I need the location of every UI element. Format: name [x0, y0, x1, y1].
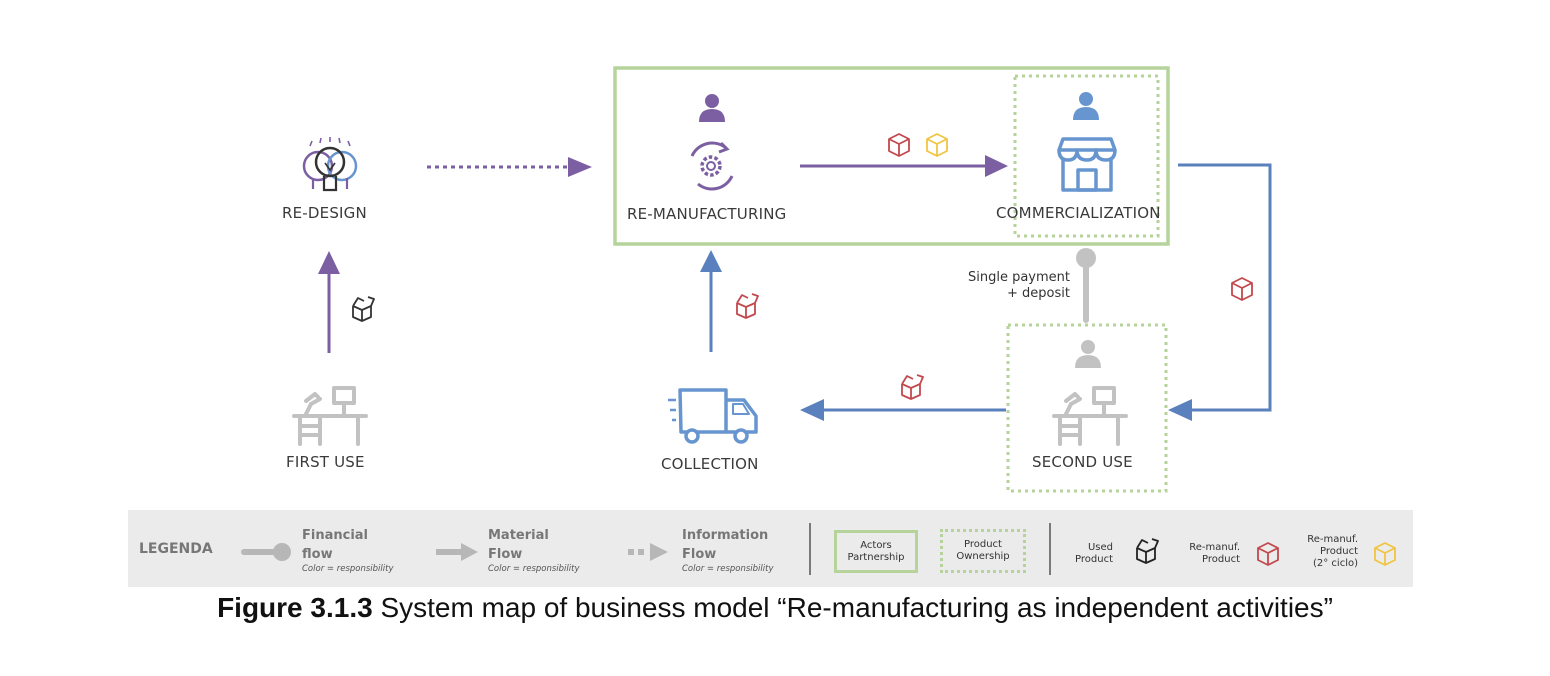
legend-financial-sub: Color = responsibility — [302, 564, 394, 574]
material-flow-commercial-to-second-use — [1178, 163, 1272, 412]
legend-financial-line1: Financial — [302, 528, 369, 543]
remanuf-product-icon — [1231, 277, 1253, 301]
legend-product-ownership-box: Product Ownership — [940, 529, 1026, 573]
second-user-desk-icon — [1052, 386, 1128, 446]
legend-financial-dot — [273, 543, 291, 561]
legend-remanuf2-line3: (2° ciclo) — [1312, 558, 1358, 569]
legend-remanuf2-line1: Re-manuf. — [1307, 534, 1358, 545]
legend-remanuf-2nd-cycle-label: Re-manuf. Product (2° ciclo) — [1288, 534, 1358, 570]
legend-information-dot — [628, 549, 634, 555]
material-arrowhead — [1168, 399, 1192, 421]
material-arrowhead — [800, 399, 824, 421]
payment-note-line2: + deposit — [1007, 286, 1070, 301]
node-label-remanufacturing: RE-MANUFACTURING — [627, 205, 787, 223]
material-arrowhead — [985, 155, 1008, 177]
figure-caption-text: System map of business model “Re-manufac… — [372, 592, 1333, 623]
figure-caption-label: Figure 3.1.3 — [217, 592, 373, 623]
node-label-redesign: RE-DESIGN — [282, 204, 367, 222]
material-arrowhead — [318, 251, 340, 274]
legend-actors-line2: Partnership — [847, 551, 905, 563]
financial-flow-endpoint — [1076, 248, 1096, 268]
remanuf-product-icon — [888, 133, 910, 157]
legend-symbols — [241, 523, 1396, 575]
legend-material-sub: Color = responsibility — [488, 564, 580, 574]
legend-title: LEGENDA — [139, 541, 213, 557]
legend-material-line1: Material — [488, 528, 549, 543]
legend-information-sub: Color = responsibility — [682, 564, 774, 574]
ownership-box-second-use — [1006, 323, 1168, 493]
material-arrowhead — [700, 250, 722, 272]
legend-used-line2: Product — [1075, 554, 1113, 565]
lightbulbs-icon — [302, 137, 358, 192]
legend-material-arrowhead — [461, 543, 478, 561]
legend-information-name: Information Flow — [682, 526, 792, 564]
legend-used-product-label: Used Product — [1056, 542, 1113, 566]
legend-financial-name: Financial flow — [302, 526, 412, 564]
payment-note-line1: Single payment — [967, 270, 1070, 285]
legend-actors-partnership-box: Actors Partnership — [834, 530, 918, 573]
legend-information-arrowhead — [650, 543, 668, 561]
legend-used-product-icon — [1136, 538, 1159, 564]
node-label-first-use: FIRST USE — [286, 453, 365, 471]
actors-partnership-box — [613, 66, 1170, 246]
ownership-box-commercialization — [1013, 74, 1160, 238]
legend: LEGENDA Financial flow Color = responsib… — [128, 510, 1413, 587]
legend-information-line1: Information — [682, 528, 769, 543]
legend-remanuf-line2: Product — [1202, 554, 1240, 565]
remanuf-product-2nd-cycle-icon — [926, 133, 948, 157]
legend-remanuf-line1: Re-manuf. — [1189, 542, 1240, 553]
payment-note: Single payment + deposit — [940, 270, 1070, 302]
legend-ownership-line2: Ownership — [956, 551, 1010, 562]
legend-ownership-line1: Product — [964, 539, 1002, 550]
node-label-commercialization: COMMERCIALIZATION — [996, 204, 1161, 222]
retailer-person-icon — [1073, 92, 1099, 120]
legend-information-dot — [638, 549, 644, 555]
legend-remanuf2-line2: Product — [1320, 546, 1358, 557]
first-user-desk-icon — [292, 386, 368, 446]
used-product-red-icon — [736, 293, 759, 319]
shop-icon — [1057, 137, 1117, 192]
second-user-person-icon — [1075, 340, 1101, 368]
legend-remanuf-product-icon — [1257, 542, 1279, 566]
remanufacturer-person-icon — [699, 94, 725, 122]
legend-information-line2: Flow — [682, 547, 717, 562]
legend-remanuf-2nd-cycle-icon — [1374, 542, 1396, 566]
information-arrowhead — [568, 157, 592, 177]
figure-caption: Figure 3.1.3 System map of business mode… — [0, 592, 1550, 624]
node-label-collection: COLLECTION — [661, 455, 759, 473]
truck-icon — [668, 388, 758, 444]
used-product-red-icon — [901, 374, 924, 400]
legend-material-name: Material Flow — [488, 526, 598, 564]
legend-financial-line2: flow — [302, 547, 333, 562]
used-product-icon — [352, 296, 375, 322]
legend-remanuf-product-label: Re-manuf. Product — [1168, 542, 1240, 566]
node-label-second-use: SECOND USE — [1032, 453, 1133, 471]
legend-used-line1: Used — [1087, 542, 1113, 553]
legend-actors-line1: Actors — [860, 539, 892, 551]
gear-cycle-icon — [690, 141, 734, 191]
legend-material-line2: Flow — [488, 547, 523, 562]
